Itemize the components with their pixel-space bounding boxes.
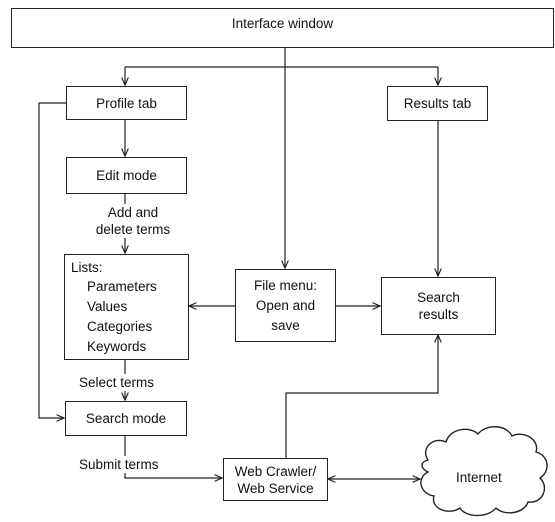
lists-node: Lists: Parameters Values Categories Keyw… bbox=[64, 254, 189, 360]
edge-label-add-delete: Add and delete terms bbox=[90, 204, 176, 238]
interface-window-label: Interface window bbox=[231, 16, 334, 31]
web-crawler-node: Web Crawler/ Web Service bbox=[223, 458, 328, 501]
profile-tab-node: Profile tab bbox=[66, 86, 187, 120]
edge-crawler-to-results bbox=[285, 335, 438, 458]
file-menu-node: File menu: Open and save bbox=[235, 269, 336, 342]
edge-profile-bypass bbox=[38, 102, 66, 418]
search-results-node: Search results bbox=[381, 277, 496, 335]
search-results-line-1: Search bbox=[417, 290, 460, 305]
edit-mode-node: Edit mode bbox=[66, 157, 187, 194]
internet-cloud-shape bbox=[420, 426, 548, 517]
web-crawler-line-1: Web Crawler/ bbox=[234, 463, 317, 479]
list-item-parameters: Parameters bbox=[87, 279, 157, 294]
internet-label: Internet bbox=[456, 470, 502, 485]
search-mode-label: Search mode bbox=[85, 411, 167, 426]
interface-window-node: Interface window bbox=[11, 8, 554, 48]
search-results-line-2: results bbox=[418, 307, 459, 322]
list-item-values: Values bbox=[87, 299, 128, 314]
file-menu-line-1: File menu: bbox=[253, 277, 318, 293]
web-crawler-line-2: Web Service bbox=[237, 480, 314, 496]
edge-label-submit-terms: Submit terms bbox=[78, 456, 160, 473]
search-mode-node: Search mode bbox=[65, 401, 187, 436]
file-menu-line-2: Open and bbox=[255, 297, 316, 313]
edge-label-select-terms: Select terms bbox=[78, 374, 156, 391]
edge-search-mode-to-crawler bbox=[124, 436, 222, 478]
results-tab-node: Results tab bbox=[387, 86, 488, 121]
results-tab-label: Results tab bbox=[403, 96, 472, 111]
edit-mode-label: Edit mode bbox=[96, 168, 157, 183]
file-menu-line-3: save bbox=[271, 317, 300, 333]
list-item-keywords: Keywords bbox=[87, 339, 147, 354]
list-item-categories: Categories bbox=[87, 319, 153, 334]
edge-label-add-delete-line-1: Add and bbox=[107, 205, 159, 220]
edge-label-add-delete-line-2: delete terms bbox=[95, 222, 171, 237]
profile-tab-label: Profile tab bbox=[96, 95, 157, 111]
lists-title: Lists: bbox=[71, 260, 103, 275]
